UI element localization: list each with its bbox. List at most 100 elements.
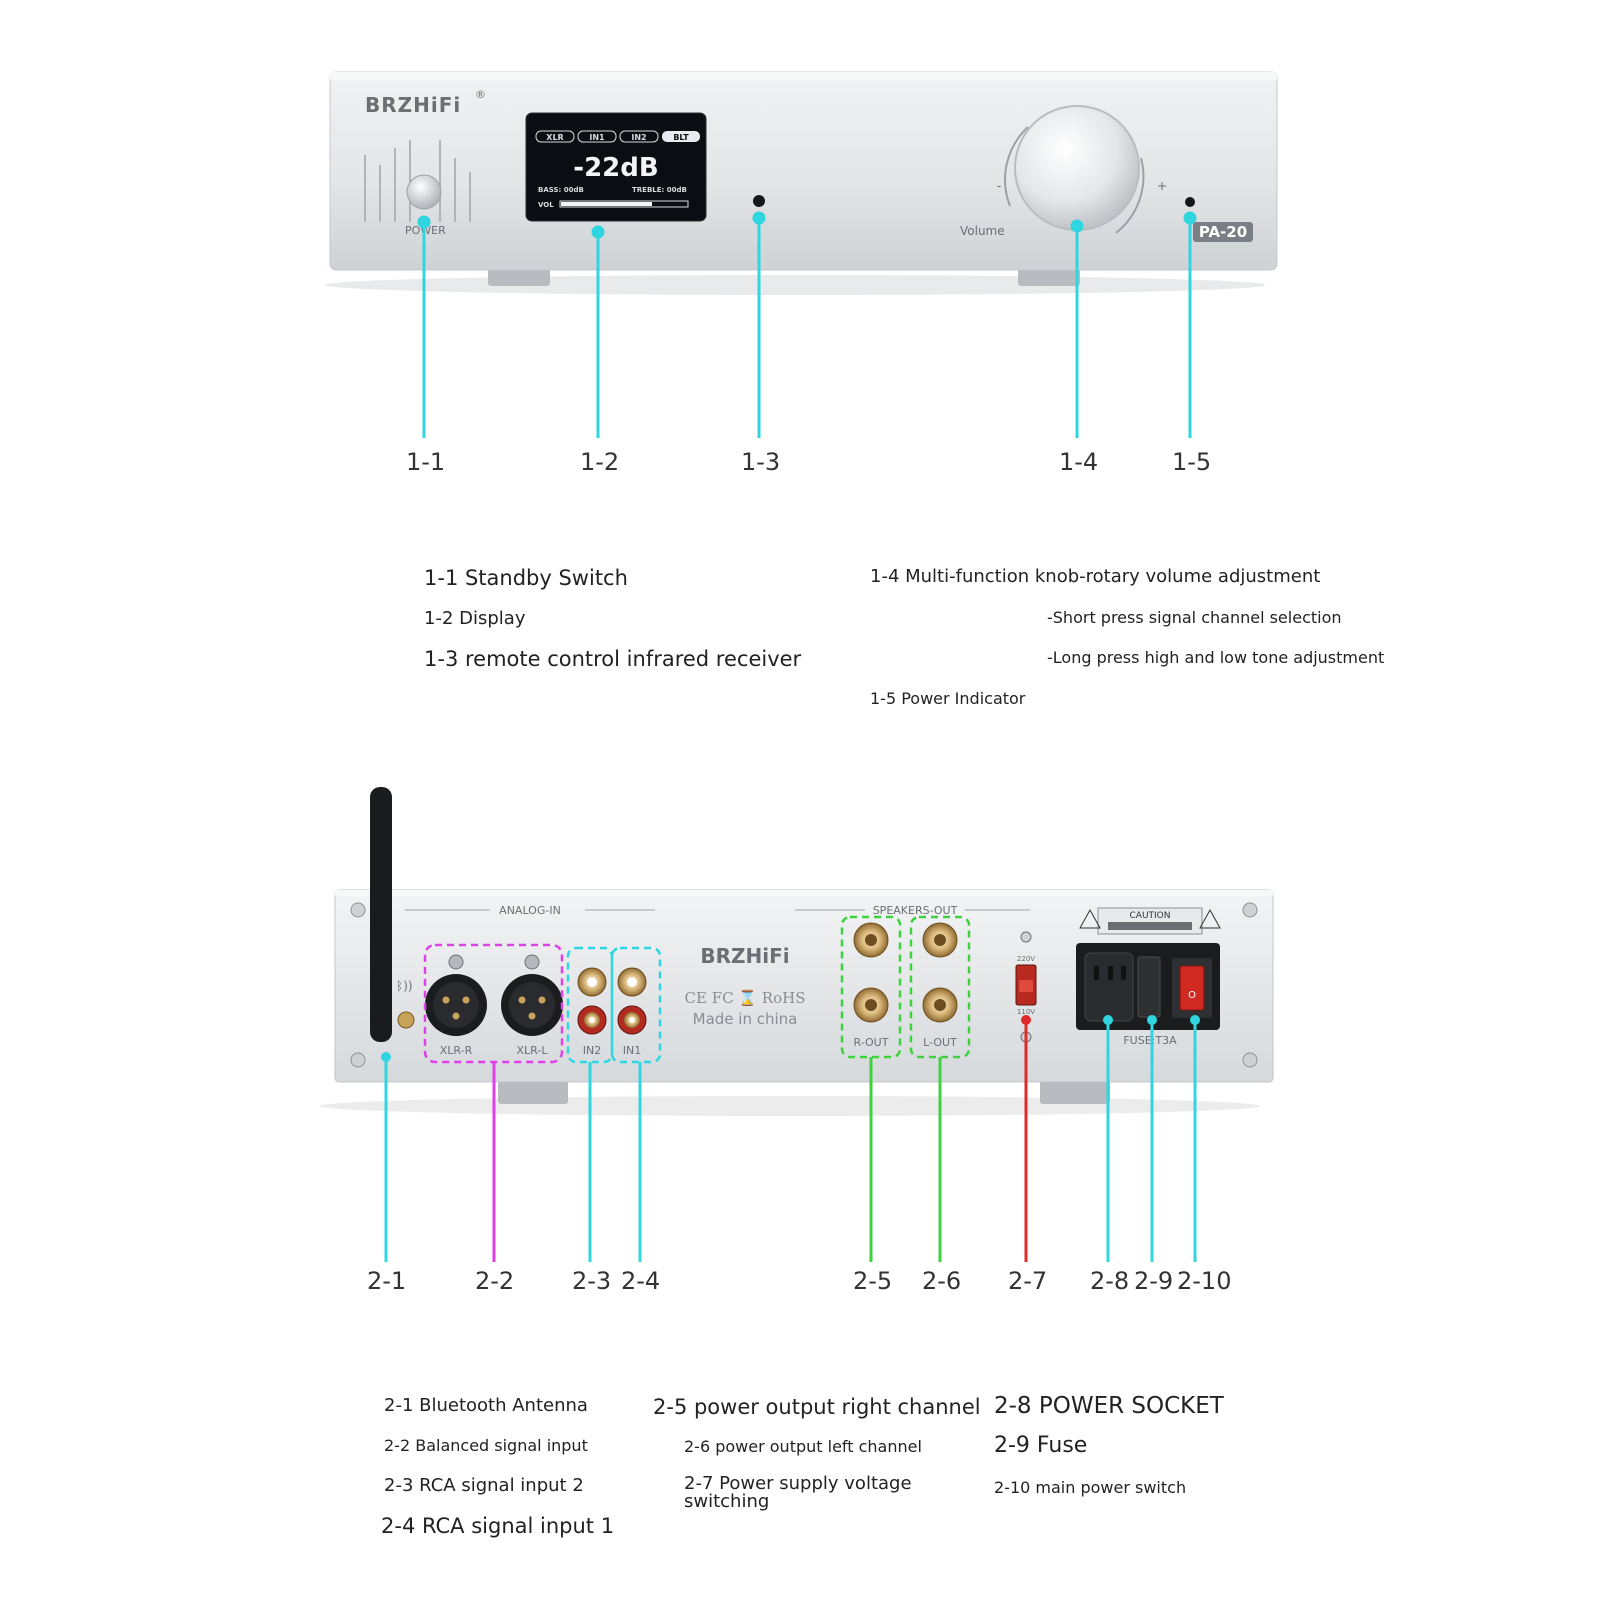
- callout-1-4: 1-4: [1059, 448, 1099, 476]
- legend-2-9: 2-9 Fuse: [994, 1433, 1088, 1458]
- legend-2-2: 2-2 Balanced signal input: [384, 1436, 588, 1455]
- volume-knob[interactable]: [1014, 105, 1140, 231]
- registered-mark: ®: [475, 88, 486, 101]
- rca-in2-top[interactable]: [577, 967, 607, 997]
- power-label: POWER: [405, 224, 446, 237]
- front-leaders: [417, 211, 1197, 438]
- display-tab-in2: IN2: [631, 133, 646, 142]
- display-vol-bar-track: [559, 200, 689, 208]
- display-treble: TREBLE: 00dB: [632, 186, 687, 194]
- ir-receiver: [753, 195, 765, 207]
- front-top-edge: [330, 72, 1277, 80]
- v110-label: 110V: [1017, 1008, 1035, 1016]
- callout-1-5: 1-5: [1172, 448, 1212, 476]
- antenna-connector: [397, 1011, 415, 1029]
- legend-2-8: 2-8 POWER SOCKET: [994, 1393, 1224, 1419]
- callout-1-1: 1-1: [406, 448, 446, 476]
- display-input-tabs: XLR IN1 IN2 BLT: [535, 130, 700, 143]
- legend-1-4-long-press: -Long press high and low tone adjustment: [1047, 648, 1385, 667]
- legend-2-7: 2-7 Power supply voltage: [684, 1473, 912, 1494]
- callout-2-4: 2-4: [621, 1267, 661, 1295]
- rear-screws: [350, 902, 1258, 1068]
- front-foot-left: [488, 266, 550, 286]
- legend-2-7-cont: switching: [684, 1491, 770, 1512]
- legend-2-6: 2-6 power output left channel: [684, 1437, 922, 1456]
- display-tab-frame: [577, 130, 617, 143]
- xlr-l-connector[interactable]: [501, 954, 563, 1036]
- legend-1-4-short-press: -Short press signal channel selection: [1047, 608, 1342, 627]
- model-badge: [1193, 222, 1253, 242]
- speakers-out-label: SPEAKERS-OUT: [873, 904, 958, 917]
- cert-marks: CE FC ⌛ RoHS: [685, 989, 806, 1007]
- display-bass: BASS: 00dB: [538, 186, 584, 194]
- main-power-switch[interactable]: [1179, 965, 1205, 1011]
- caution-text-block: [1108, 922, 1192, 930]
- power-grille-lines: [364, 140, 471, 222]
- leader-dot-1-3: [752, 211, 766, 225]
- legend-2-4: 2-4 RCA signal input 1: [381, 1514, 615, 1538]
- fuse-holder[interactable]: [1137, 956, 1161, 1018]
- socket-pin: [1108, 966, 1113, 980]
- display-tab-selected: [662, 131, 700, 142]
- rca-in1-highlight: [610, 946, 662, 1064]
- warning-icon: [1199, 908, 1221, 929]
- socket-pin: [1121, 966, 1126, 980]
- rear-shadow: [320, 1096, 1260, 1116]
- callout-2-5: 2-5: [853, 1267, 893, 1295]
- rear-panel: ANALOG-IN SPEAKERS-OUT ᛒ)) XLR-R XLR-L I…: [320, 787, 1274, 1262]
- leader-dot-1-4: [1070, 219, 1084, 233]
- power-switch-off-mark: O: [1188, 990, 1196, 1001]
- caution-label: CAUTION: [1130, 911, 1171, 921]
- display-screen: [525, 112, 707, 222]
- display-tab-frame: [619, 130, 659, 143]
- display-tab-blt: BLT: [673, 133, 689, 142]
- legend-1-1: 1-1 Standby Switch: [424, 566, 628, 590]
- callout-2-8: 2-8: [1090, 1267, 1130, 1295]
- xlr-r-connector[interactable]: [425, 954, 487, 1036]
- display-vol-bar-fill: [561, 202, 652, 206]
- rear-brand: BRZHiFi: [700, 944, 789, 968]
- in2-label: IN2: [583, 1044, 601, 1057]
- display-tab-frame: [535, 130, 575, 143]
- callout-2-7: 2-7: [1008, 1267, 1048, 1295]
- display-tab-in1: IN1: [589, 133, 605, 142]
- made-in-label: Made in china: [693, 1010, 798, 1028]
- standby-switch[interactable]: [406, 174, 442, 210]
- rear-leaders: [381, 1015, 1200, 1262]
- xlr-l-label: XLR-L: [517, 1044, 549, 1057]
- leader-dot-1-1: [417, 215, 431, 229]
- power-socket[interactable]: [1084, 952, 1134, 1022]
- socket-pin: [1094, 966, 1099, 980]
- rca-in1-top[interactable]: [617, 967, 647, 997]
- speaker-posts[interactable]: [853, 922, 958, 1023]
- legend-2-1: 2-1 Bluetooth Antenna: [384, 1395, 588, 1416]
- callout-2-9: 2-9: [1134, 1267, 1174, 1295]
- rca-in1-bottom[interactable]: [617, 1005, 647, 1035]
- callout-2-3: 2-3: [572, 1267, 612, 1295]
- legend-2-5: 2-5 power output right channel: [653, 1395, 981, 1419]
- fuse-label: FUSE:T3A: [1123, 1034, 1177, 1047]
- voltage-switch-slider: [1019, 980, 1033, 992]
- leader-dot-1-5: [1183, 211, 1197, 225]
- r-out-label: R-OUT: [854, 1036, 889, 1049]
- analog-in-label: ANALOG-IN: [499, 904, 561, 917]
- legend-2-3: 2-3 RCA signal input 2: [384, 1475, 584, 1496]
- legend-2-10: 2-10 main power switch: [994, 1478, 1187, 1497]
- volume-label: Volume: [960, 224, 1005, 238]
- legend-1-5: 1-5 Power Indicator: [870, 689, 1026, 708]
- volume-plus: +: [1157, 179, 1167, 193]
- display-volume-readout: -22dB: [573, 153, 658, 183]
- callout-2-2: 2-2: [475, 1267, 515, 1295]
- power-indicator: [1185, 197, 1195, 207]
- legend-1-3: 1-3 remote control infrared receiver: [424, 647, 802, 671]
- volume-arc-left: [1004, 126, 1029, 207]
- bluetooth-symbol-icon: ᛒ)): [396, 979, 413, 993]
- front-brand: BRZHiFi: [365, 93, 461, 117]
- model-badge-text: PA-20: [1199, 223, 1247, 241]
- warning-icon: [1079, 908, 1101, 929]
- legend-1-2: 1-2 Display: [424, 608, 526, 629]
- bluetooth-antenna[interactable]: [370, 787, 392, 1042]
- callout-1-3: 1-3: [741, 448, 781, 476]
- rca-in2-bottom[interactable]: [577, 1005, 607, 1035]
